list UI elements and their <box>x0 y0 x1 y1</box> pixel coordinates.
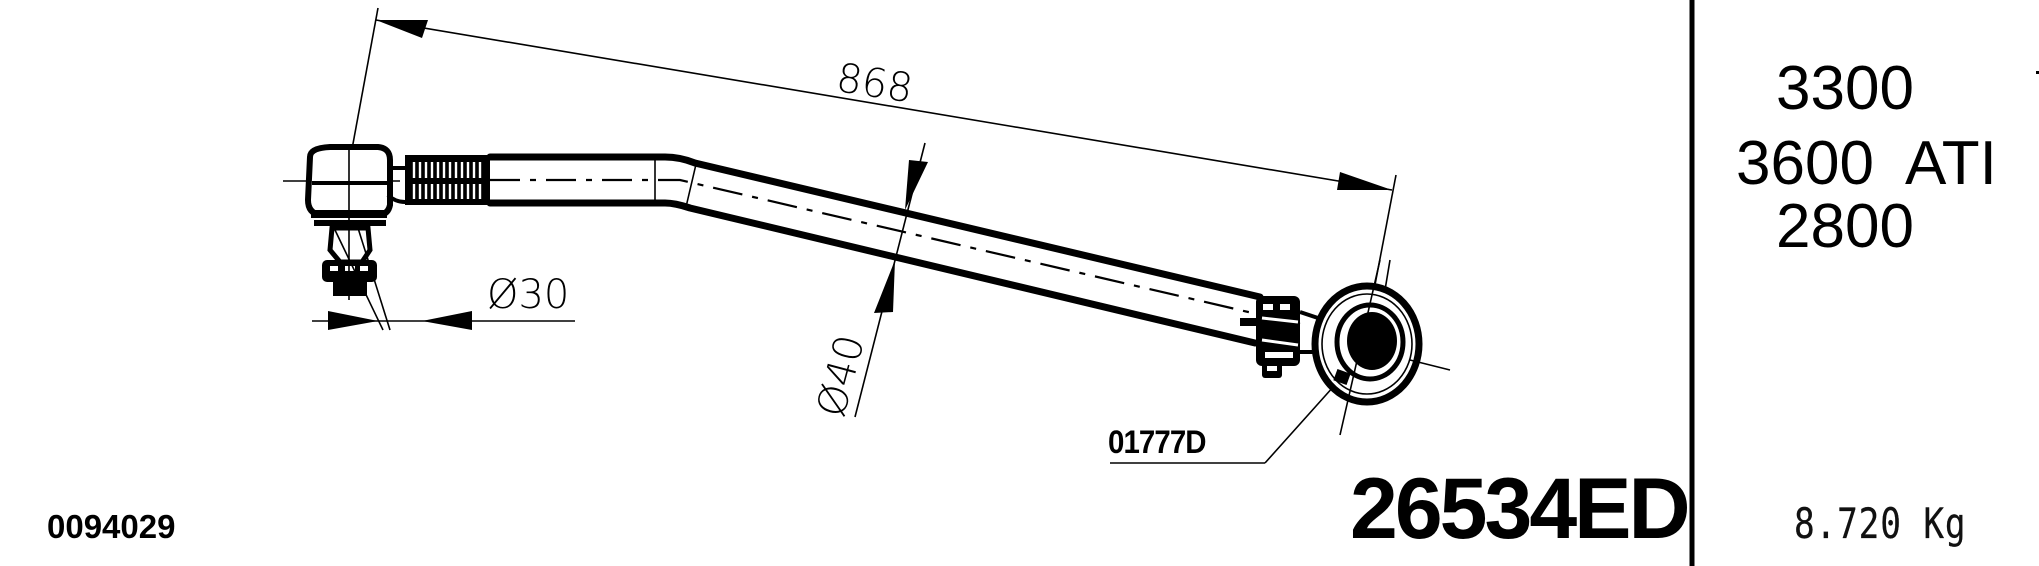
part-number: 26534ED <box>1350 461 1691 557</box>
right-eye-bushing <box>1311 259 1451 436</box>
tube-diameter-dimension <box>854 142 928 418</box>
overall-length-label: 868 <box>833 55 916 113</box>
part-code: 0094029 <box>47 508 176 545</box>
application-model: 3300 <box>1776 54 1914 123</box>
ball-joint-ref-label: 01777D <box>1108 424 1207 460</box>
application-model: 2800 <box>1776 192 1914 261</box>
weight-label: 8.720 Kg <box>1794 499 1967 548</box>
application-model: 3600 ATI <box>1736 129 1997 198</box>
left-ball-joint <box>283 144 575 331</box>
right-clamp <box>1240 296 1319 378</box>
ball-stud-diameter-label: Ø30 <box>487 272 570 318</box>
threaded-section <box>405 155 490 205</box>
length-dimension <box>349 7 1397 291</box>
ref-leader <box>1110 385 1335 464</box>
tube <box>486 153 1301 347</box>
